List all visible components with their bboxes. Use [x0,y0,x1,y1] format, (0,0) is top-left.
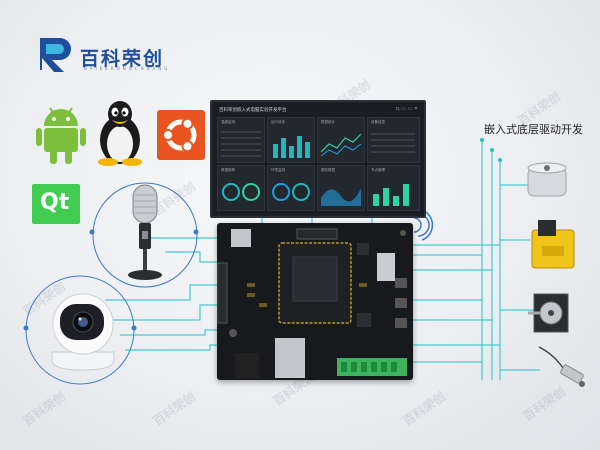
dashboard-monitor: 百科荣创嵌入式电脑实验开发平台 ⇆ ▭ ▭ ✕ 温度监测 运行状态 数据统计 设… [210,100,426,218]
brand-name: 百科荣创 [80,48,165,70]
dc-motor-icon [527,162,567,197]
dashboard-panel: 节点管理 [367,165,420,211]
dashboard-panel: 数据统计 [317,117,365,163]
linux-tux-icon [98,101,142,166]
brand-tagline: BAIKERONGCHUANG [84,66,171,71]
qt-icon [32,184,80,224]
camera-icon [51,293,115,371]
bar-grid-icon [273,136,310,158]
dashboard-panel: 数据趋势 [217,165,265,211]
monitor-title: 百科荣创嵌入式电脑实验开发平台 [219,108,287,113]
list-lines-icon [221,131,261,157]
dashboard-panel: 运行状态 [267,117,315,163]
board-components [216,228,407,378]
proximity-sensor-icon [538,346,585,387]
stepper-motor-icon [528,293,569,333]
dashboard-panel: 设备信息 [367,117,420,163]
servo-actuator-icon [531,220,575,269]
dashboard-panel: 图形数据 [317,165,365,211]
gauges-icon [272,183,310,201]
window-controls: ⇆ ▭ ▭ ✕ [395,106,418,112]
gauges-icon [222,183,260,201]
bar-chart-icon [373,184,409,206]
dashboard-panel: 温度监测 [217,117,265,163]
qt-label: Qt [40,190,70,215]
brand-logo-icon [40,38,71,72]
microphone-icon [128,184,162,280]
embedded-board [216,223,413,380]
dashboard-panel: 环境监测 [267,165,315,211]
line-chart-icon [321,133,361,157]
android-icon [36,107,86,164]
table-lines-icon [371,133,415,153]
driver-dev-title: 嵌入式底层驱动开发 [484,123,583,136]
ubuntu-icon [157,110,205,160]
wave-chart-icon [321,188,361,206]
